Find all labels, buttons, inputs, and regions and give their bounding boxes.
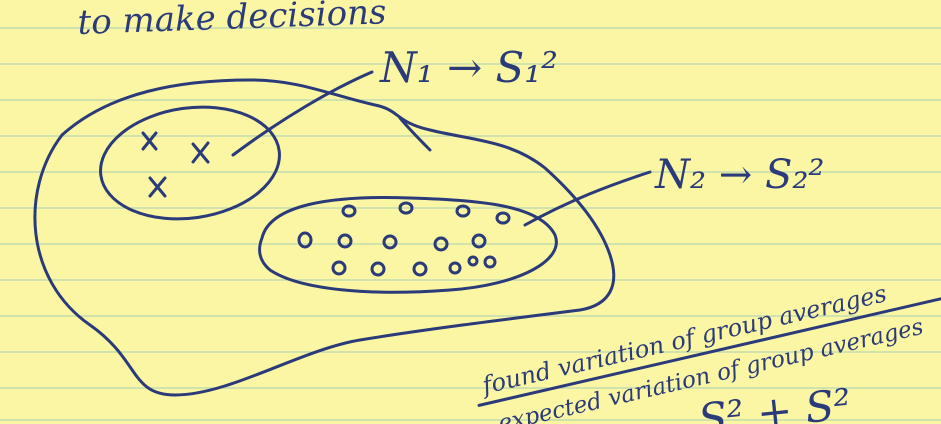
group1-label: N₁ → S₁² — [379, 43, 558, 92]
x-mark — [193, 143, 208, 162]
o-mark — [339, 235, 351, 247]
o-mark — [485, 257, 495, 267]
population-outline — [35, 80, 614, 395]
group2-o-marks — [299, 203, 509, 275]
o-mark — [497, 213, 509, 223]
o-mark — [450, 263, 460, 273]
group2-label: N₂ → S₂² — [654, 152, 824, 198]
o-mark — [384, 236, 396, 248]
fold-stroke — [400, 118, 430, 150]
o-mark — [372, 263, 384, 275]
o-mark — [414, 263, 426, 275]
top-text: to make decisions — [77, 0, 387, 43]
o-mark — [333, 262, 345, 274]
group1-outline — [93, 96, 287, 230]
connector-group2 — [525, 172, 650, 225]
o-mark — [343, 206, 355, 216]
x-mark — [150, 178, 165, 196]
o-mark — [457, 206, 469, 216]
group1-x-marks — [143, 133, 208, 196]
o-mark — [473, 235, 485, 247]
o-mark — [469, 257, 477, 265]
o-mark — [299, 233, 311, 247]
